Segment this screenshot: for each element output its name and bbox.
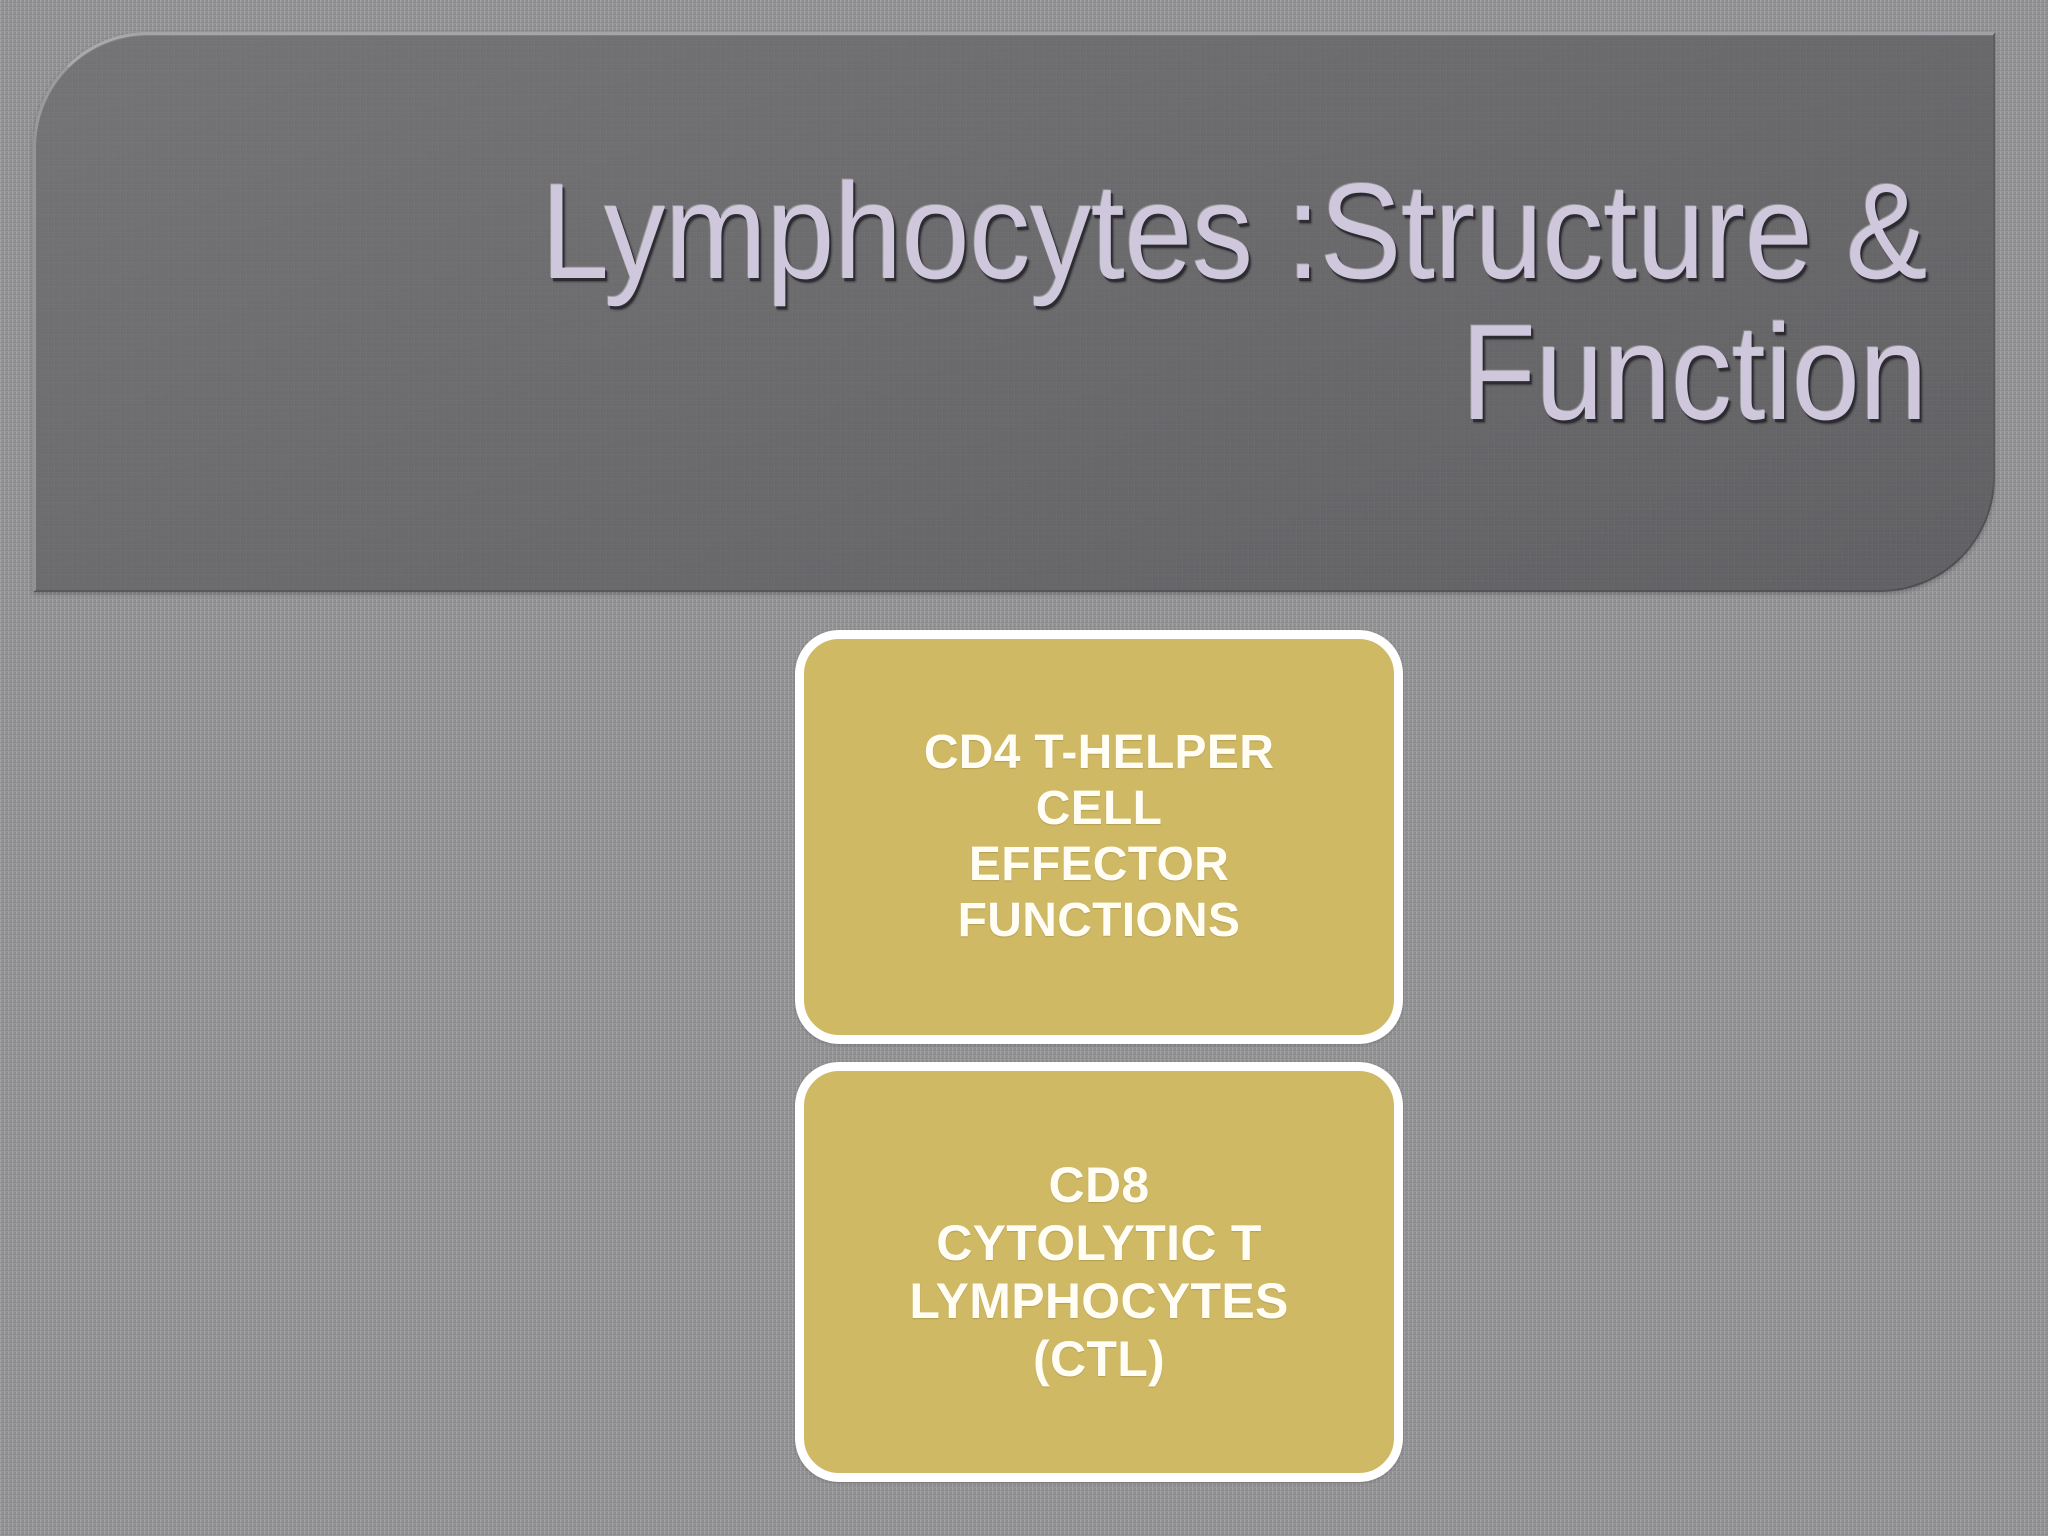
callout-label-cd4: CD4 T-HELPER CELL EFFECTOR FUNCTIONS bbox=[923, 725, 1275, 948]
slide-title-card: Lymphocytes :Structure & Function bbox=[33, 32, 1995, 592]
page-title: Lymphocytes :Structure & Function bbox=[540, 155, 1927, 448]
callout-box-stack: CD4 T-HELPER CELL EFFECTOR FUNCTIONS CD8… bbox=[795, 630, 1403, 1482]
callout-box-cd8-ctl[interactable]: CD8 CYTOLYTIC T LYMPHOCYTES (CTL) bbox=[795, 1062, 1403, 1482]
callout-box-cd4-t-helper[interactable]: CD4 T-HELPER CELL EFFECTOR FUNCTIONS bbox=[795, 630, 1403, 1044]
callout-label-cd8: CD8 CYTOLYTIC T LYMPHOCYTES (CTL) bbox=[909, 1157, 1289, 1387]
